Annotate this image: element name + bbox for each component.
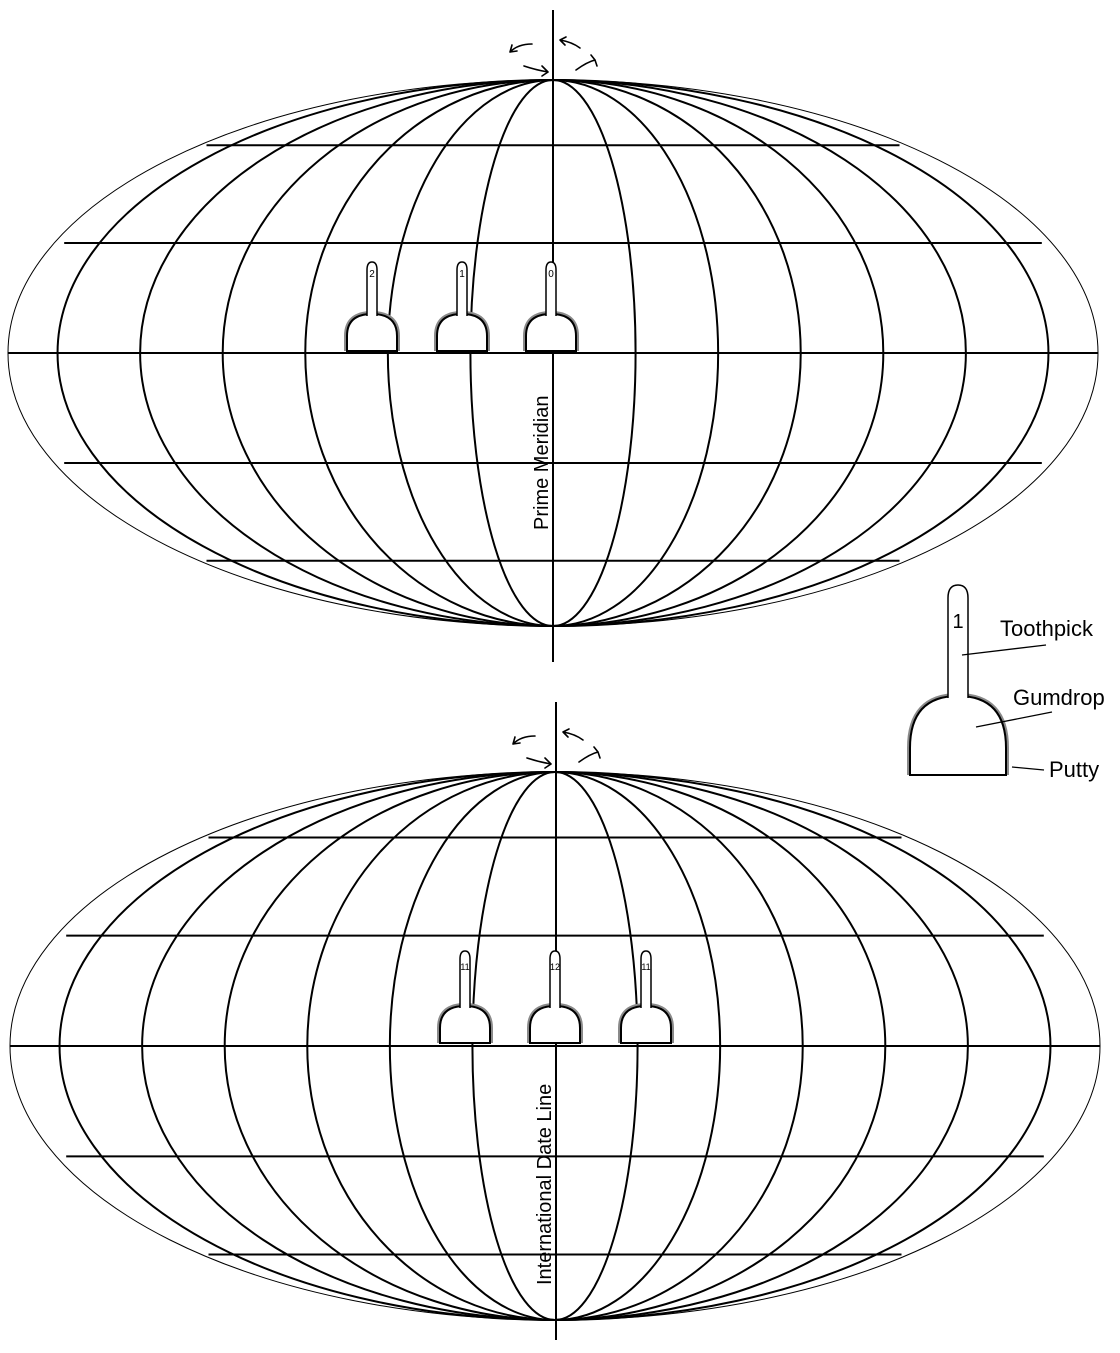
legend: 1 Toothpick Gumdrop Putty bbox=[907, 584, 1105, 782]
putty-label: Putty bbox=[1049, 757, 1099, 782]
marker-number: 11 bbox=[460, 962, 469, 972]
rotation-arrows bbox=[509, 36, 598, 77]
marker: 11 bbox=[437, 950, 493, 1044]
putty-leader bbox=[1011, 766, 1045, 771]
gumdrop-leader bbox=[975, 711, 1053, 728]
marker-number: 1 bbox=[459, 269, 465, 280]
toothpick-leader bbox=[961, 644, 1047, 656]
marker-number: 12 bbox=[550, 962, 560, 972]
legend-marker-number: 1 bbox=[952, 611, 963, 633]
marker: 2 bbox=[344, 261, 400, 352]
marker-number: 0 bbox=[548, 269, 554, 280]
marker: 0 bbox=[523, 261, 579, 352]
toothpick-label: Toothpick bbox=[1000, 616, 1094, 641]
marker-number: 2 bbox=[369, 269, 375, 280]
gumdrop-label: Gumdrop bbox=[1013, 685, 1105, 710]
axis-label: International Date Line bbox=[534, 1084, 556, 1285]
marker: 11 bbox=[618, 950, 674, 1044]
rotation-arrows bbox=[512, 728, 601, 769]
axis-label: Prime Meridian bbox=[531, 396, 553, 530]
marker: 12 bbox=[527, 950, 583, 1044]
globe-international-date-line: International Date Line 11 12 11 bbox=[9, 702, 1101, 1340]
marker: 1 bbox=[434, 261, 490, 352]
globe-prime-meridian: Prime Meridian 2 1 0 bbox=[7, 10, 1099, 662]
legend-marker: 1 bbox=[907, 584, 1009, 776]
marker-number: 11 bbox=[641, 962, 650, 972]
